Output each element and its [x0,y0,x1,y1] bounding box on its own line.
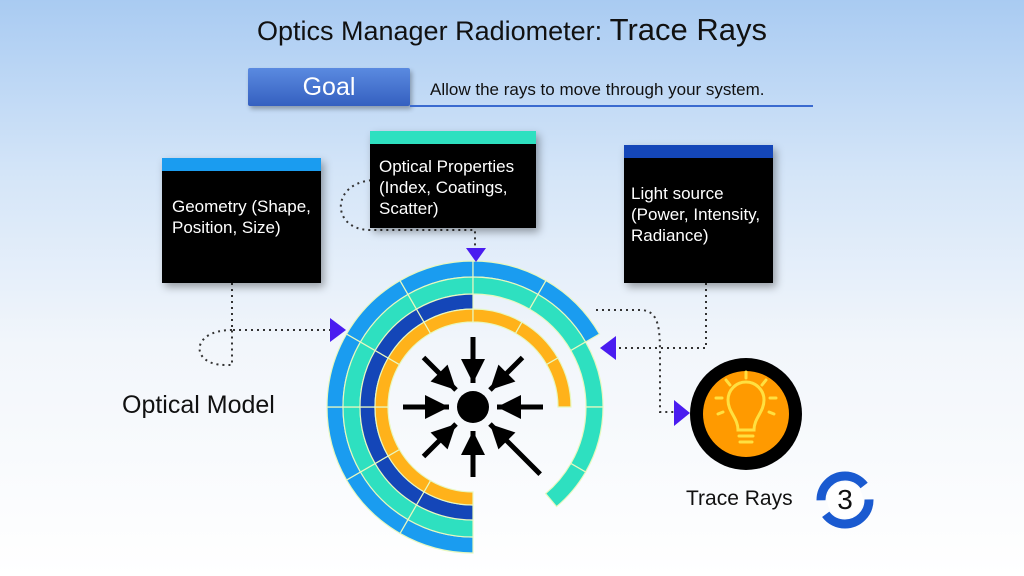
ray-arrowhead-icon [489,364,516,391]
page-title: Optics Manager Radiometer: Trace Rays [0,12,1024,48]
light-source-box: Light source (Power, Intensity, Radiance… [624,145,773,283]
teal-ring-segment [544,462,587,508]
cycle-icon [816,471,874,529]
teal-ring-segment [570,341,604,408]
orange-ring-segment [545,357,572,408]
focal-point [457,391,489,423]
title-prefix: Optics Manager Radiometer: [256,16,603,46]
ray-arrowhead-icon [430,364,457,391]
orange-ring-segment [472,308,523,335]
title-main: Trace Rays [609,12,767,47]
optical-model-label: Optical Model [122,391,275,419]
geometry-box: Geometry (Shape, Position, Size) [162,158,321,283]
light-source-text: Light source (Power, Intensity, Radiance… [631,184,761,245]
goal-text: Allow the rays to move through your syst… [430,80,765,99]
ray-arrowhead-icon [489,423,516,450]
lightbulb-icon [690,358,802,470]
optical-properties-text: Optical Properties (Index, Coatings, Sca… [379,157,515,218]
geometry-connector [231,283,330,331]
ray-arrowhead-icon [461,359,485,383]
optical-properties-bar [370,131,536,144]
geometry-pointer-icon [330,318,346,342]
geometry-bar [162,158,321,171]
geometry-connector-loop [198,329,233,366]
optical-properties-box: Optical Properties (Index, Coatings, Sca… [370,131,536,228]
light-pointer-icon [600,336,616,360]
teal-ring-segment [570,406,604,473]
step-number: 3 [837,484,853,515]
optics-pointer-icon [466,248,486,262]
goal-underline [410,105,813,107]
goal-badge: Goal [248,68,410,106]
ray-arrowhead-icon [497,395,521,419]
ray-arrowhead-icon [430,423,457,450]
light-connector [610,283,707,349]
ray-arrowhead-icon [425,395,449,419]
trace-connector [596,309,675,413]
light-source-bar [624,145,773,158]
trace-rays-label: Trace Rays [686,487,793,510]
geometry-text: Geometry (Shape, Position, Size) [172,197,311,237]
trace-pointer-icon [674,400,690,426]
ray-arrowhead-icon [461,431,485,455]
optics-connector [339,179,476,248]
